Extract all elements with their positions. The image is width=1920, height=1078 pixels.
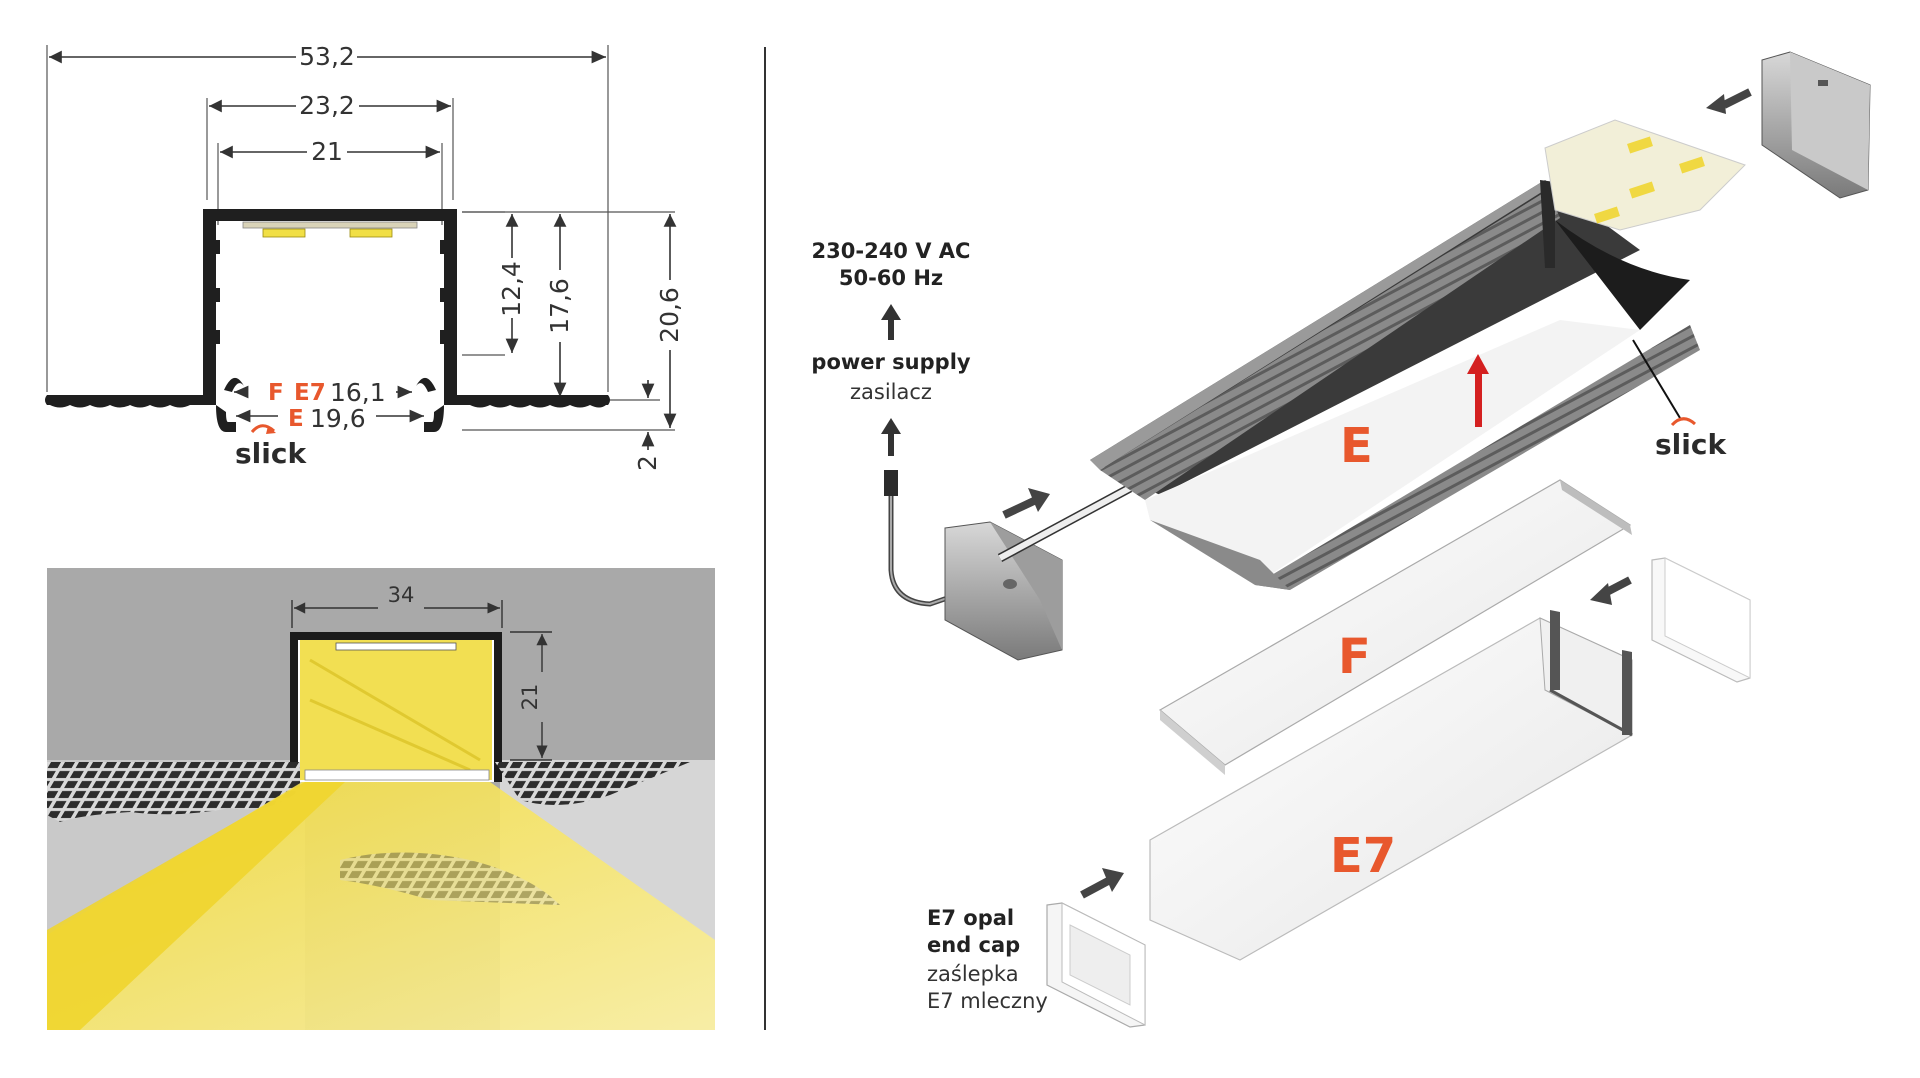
dim-height-inner: 12,4 — [497, 261, 526, 317]
end-cap-label-2: end cap — [927, 933, 1020, 957]
end-cap-e7 — [1046, 902, 1146, 1028]
dim-install-height: 21 — [518, 684, 542, 711]
cover-e7 — [1149, 610, 1633, 961]
arrow-insert-icon — [1002, 488, 1050, 519]
dim-width-body: 23,2 — [299, 91, 355, 120]
part-label-e7: E7 — [1330, 828, 1396, 884]
part-label-f: F — [1338, 629, 1371, 685]
cross-section-drawing: 53,2 23,2 21 12,4 17,6 20,6 2 — [45, 42, 684, 471]
power-frequency: 50-60 Hz — [839, 266, 943, 290]
arrow-insert-icon — [1706, 88, 1752, 114]
cover-f — [1158, 479, 1632, 775]
arrow-up-icon — [881, 418, 901, 456]
led-strip-3d — [1544, 119, 1746, 231]
end-cap-with-cable-hole — [944, 521, 1063, 661]
installation-view: 34 21 — [47, 568, 715, 1030]
dim-width-total: 53,2 — [299, 42, 355, 71]
end-cap-top — [1761, 51, 1871, 199]
end-cap-label-4: E7 mleczny — [927, 989, 1048, 1013]
dim-width-inner: 21 — [311, 137, 343, 166]
slick-logo: slick — [1632, 339, 1727, 461]
end-cap-small — [1651, 557, 1751, 683]
end-cap-label-3: zaślepka — [927, 962, 1019, 986]
dim-width-e: 19,6 — [310, 404, 366, 433]
power-supply-label: power supply — [811, 350, 970, 374]
light-direction-arrows — [1467, 354, 1489, 427]
exploded-view: 230-240 V AC 50-60 Hz power supply zasil… — [811, 51, 1871, 1028]
svg-text:slick: slick — [235, 437, 307, 470]
dim-height-total: 20,6 — [655, 287, 684, 343]
label-cover-e7: E7 — [294, 380, 326, 406]
power-supply-label-pl: zasilacz — [850, 380, 932, 404]
svg-text:slick: slick — [1655, 428, 1727, 461]
power-cable — [884, 470, 1001, 607]
dim-install-width: 34 — [388, 583, 415, 607]
profile-body-3d — [1090, 180, 1700, 590]
power-voltage: 230-240 V AC — [812, 239, 971, 263]
dim-flange: 2 — [633, 455, 662, 471]
arrow-insert-icon — [1080, 868, 1124, 899]
led-strip — [242, 221, 418, 238]
profile-section — [45, 209, 610, 432]
dim-height-body: 17,6 — [545, 278, 574, 334]
slick-logo: slick — [235, 424, 307, 470]
dim-width-f-e7: 16,1 — [330, 378, 386, 407]
part-label-e: E — [1340, 418, 1373, 474]
label-cover-f: F — [268, 380, 284, 406]
arrow-up-icon — [881, 304, 901, 340]
arrow-insert-icon — [1590, 576, 1632, 605]
label-cover-e: E — [288, 406, 304, 432]
end-cap-label-1: E7 opal — [927, 906, 1014, 930]
